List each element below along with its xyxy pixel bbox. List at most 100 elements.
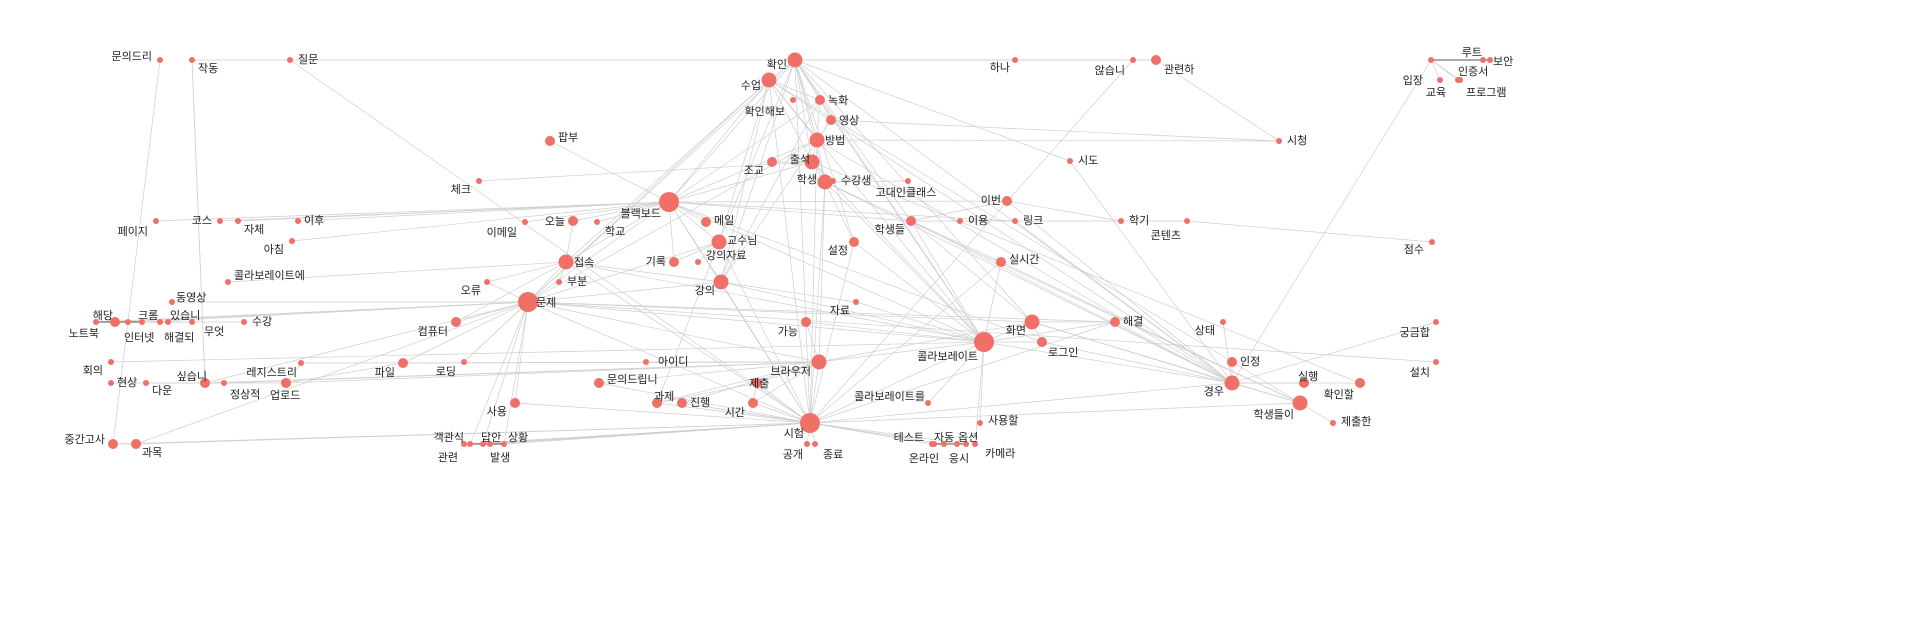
graph-node[interactable]	[110, 317, 120, 327]
graph-node[interactable]	[1487, 57, 1493, 63]
graph-node[interactable]	[1118, 218, 1124, 224]
graph-node[interactable]	[787, 52, 803, 68]
graph-node[interactable]	[800, 413, 820, 433]
graph-node[interactable]	[1220, 319, 1226, 325]
graph-node[interactable]	[1067, 158, 1073, 164]
graph-node[interactable]	[461, 441, 467, 447]
graph-node[interactable]	[1433, 359, 1439, 365]
graph-node[interactable]	[157, 57, 163, 63]
graph-node[interactable]	[480, 441, 486, 447]
graph-node[interactable]	[131, 439, 141, 449]
graph-node[interactable]	[826, 115, 836, 125]
graph-node[interactable]	[677, 398, 687, 408]
graph-node[interactable]	[451, 317, 461, 327]
graph-node[interactable]	[1012, 57, 1018, 63]
graph-node[interactable]	[558, 254, 574, 270]
graph-node[interactable]	[1437, 77, 1443, 83]
graph-node[interactable]	[1299, 378, 1309, 388]
graph-node[interactable]	[169, 299, 175, 305]
graph-node[interactable]	[1330, 420, 1336, 426]
graph-node[interactable]	[752, 378, 762, 388]
graph-node[interactable]	[1024, 314, 1040, 330]
graph-node[interactable]	[545, 136, 555, 146]
graph-node[interactable]	[1455, 77, 1461, 83]
graph-node[interactable]	[487, 441, 493, 447]
graph-node[interactable]	[484, 279, 490, 285]
graph-node[interactable]	[108, 439, 118, 449]
graph-node[interactable]	[695, 259, 701, 265]
graph-node[interactable]	[972, 441, 978, 447]
graph-node[interactable]	[804, 441, 810, 447]
graph-node[interactable]	[931, 441, 937, 447]
graph-node[interactable]	[996, 257, 1006, 267]
graph-node[interactable]	[1276, 138, 1282, 144]
graph-node[interactable]	[906, 216, 916, 226]
graph-node[interactable]	[225, 279, 231, 285]
graph-node[interactable]	[1433, 319, 1439, 325]
graph-node[interactable]	[1227, 357, 1237, 367]
graph-node[interactable]	[556, 279, 562, 285]
graph-node[interactable]	[974, 332, 994, 352]
graph-node[interactable]	[790, 97, 796, 103]
graph-node[interactable]	[711, 234, 727, 250]
graph-node[interactable]	[817, 174, 833, 190]
graph-node[interactable]	[1480, 57, 1486, 63]
graph-node[interactable]	[289, 238, 295, 244]
graph-node[interactable]	[510, 398, 520, 408]
graph-node[interactable]	[1355, 378, 1365, 388]
graph-node[interactable]	[659, 192, 679, 212]
graph-node[interactable]	[594, 219, 600, 225]
graph-node[interactable]	[189, 57, 195, 63]
graph-node[interactable]	[809, 132, 825, 148]
graph-node[interactable]	[643, 359, 649, 365]
graph-node[interactable]	[830, 178, 836, 184]
graph-node[interactable]	[853, 299, 859, 305]
graph-node[interactable]	[954, 441, 960, 447]
graph-node[interactable]	[669, 257, 679, 267]
graph-node[interactable]	[594, 378, 604, 388]
graph-node[interactable]	[295, 218, 301, 224]
graph-node[interactable]	[157, 319, 163, 325]
graph-node[interactable]	[221, 380, 227, 386]
graph-node[interactable]	[281, 378, 291, 388]
graph-node[interactable]	[398, 358, 408, 368]
graph-node[interactable]	[1224, 375, 1240, 391]
graph-node[interactable]	[522, 219, 528, 225]
graph-node[interactable]	[200, 378, 210, 388]
graph-node[interactable]	[518, 292, 538, 312]
graph-node[interactable]	[139, 319, 145, 325]
graph-node[interactable]	[108, 359, 114, 365]
graph-node[interactable]	[298, 360, 304, 366]
graph-node[interactable]	[165, 319, 171, 325]
graph-node[interactable]	[957, 218, 963, 224]
graph-node[interactable]	[701, 217, 711, 227]
graph-node[interactable]	[1130, 57, 1136, 63]
graph-node[interactable]	[143, 380, 149, 386]
graph-node[interactable]	[761, 72, 777, 88]
graph-node[interactable]	[977, 420, 983, 426]
graph-node[interactable]	[1184, 218, 1190, 224]
graph-node[interactable]	[963, 441, 969, 447]
graph-node[interactable]	[189, 319, 195, 325]
graph-node[interactable]	[849, 237, 859, 247]
graph-node[interactable]	[1002, 196, 1012, 206]
graph-node[interactable]	[125, 319, 131, 325]
graph-node[interactable]	[1428, 57, 1434, 63]
graph-node[interactable]	[748, 398, 758, 408]
graph-node[interactable]	[804, 154, 820, 170]
graph-node[interactable]	[801, 317, 811, 327]
graph-node[interactable]	[93, 319, 99, 325]
graph-node[interactable]	[941, 441, 947, 447]
graph-node[interactable]	[1151, 55, 1161, 65]
graph-node[interactable]	[217, 218, 223, 224]
graph-node[interactable]	[767, 157, 777, 167]
graph-node[interactable]	[501, 441, 507, 447]
graph-node[interactable]	[812, 441, 818, 447]
graph-node[interactable]	[287, 57, 293, 63]
graph-node[interactable]	[1012, 218, 1018, 224]
graph-node[interactable]	[108, 380, 114, 386]
graph-node[interactable]	[905, 178, 911, 184]
graph-node[interactable]	[815, 95, 825, 105]
graph-node[interactable]	[461, 359, 467, 365]
graph-node[interactable]	[476, 178, 482, 184]
